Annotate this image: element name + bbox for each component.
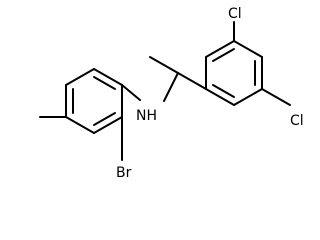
bond-ring1-c2-c3 xyxy=(93,68,123,86)
bond-c-cl-bottom xyxy=(261,88,291,106)
bond-ch-methyl xyxy=(149,56,179,74)
bond-ring2-c6-c1 xyxy=(205,88,235,106)
bond-ring2-c5-c6 xyxy=(233,88,263,106)
structure-diagram: Br NH Cl Cl xyxy=(39,6,304,181)
double-bond-ring2-c xyxy=(212,84,235,98)
left-benzene-ring xyxy=(65,68,123,134)
bond-n-ch xyxy=(163,72,179,102)
double-bond-ring2-a xyxy=(212,48,235,62)
bromine-label: Br xyxy=(116,165,132,181)
bond-ring2-c3-c4 xyxy=(233,40,263,58)
bond-ring1-c3-c4 xyxy=(65,68,95,86)
nitrogen-label: NH xyxy=(136,108,157,124)
bond-ring-n xyxy=(121,84,141,101)
bond-ring2-c2-c3 xyxy=(205,40,235,58)
chlorine-bottom-label: Cl xyxy=(290,113,304,129)
double-bond-ring1-a xyxy=(93,76,116,90)
bond-ring1-c6-c1 xyxy=(93,116,123,134)
right-benzene-ring xyxy=(205,40,263,106)
bond-ring1-c5-c6 xyxy=(65,116,95,134)
bond-ch-ring2 xyxy=(177,72,207,90)
double-bond-ring1-c xyxy=(93,112,116,126)
chlorine-top-label: Cl xyxy=(228,6,242,22)
molecule-svg: Br NH Cl Cl xyxy=(39,6,304,181)
